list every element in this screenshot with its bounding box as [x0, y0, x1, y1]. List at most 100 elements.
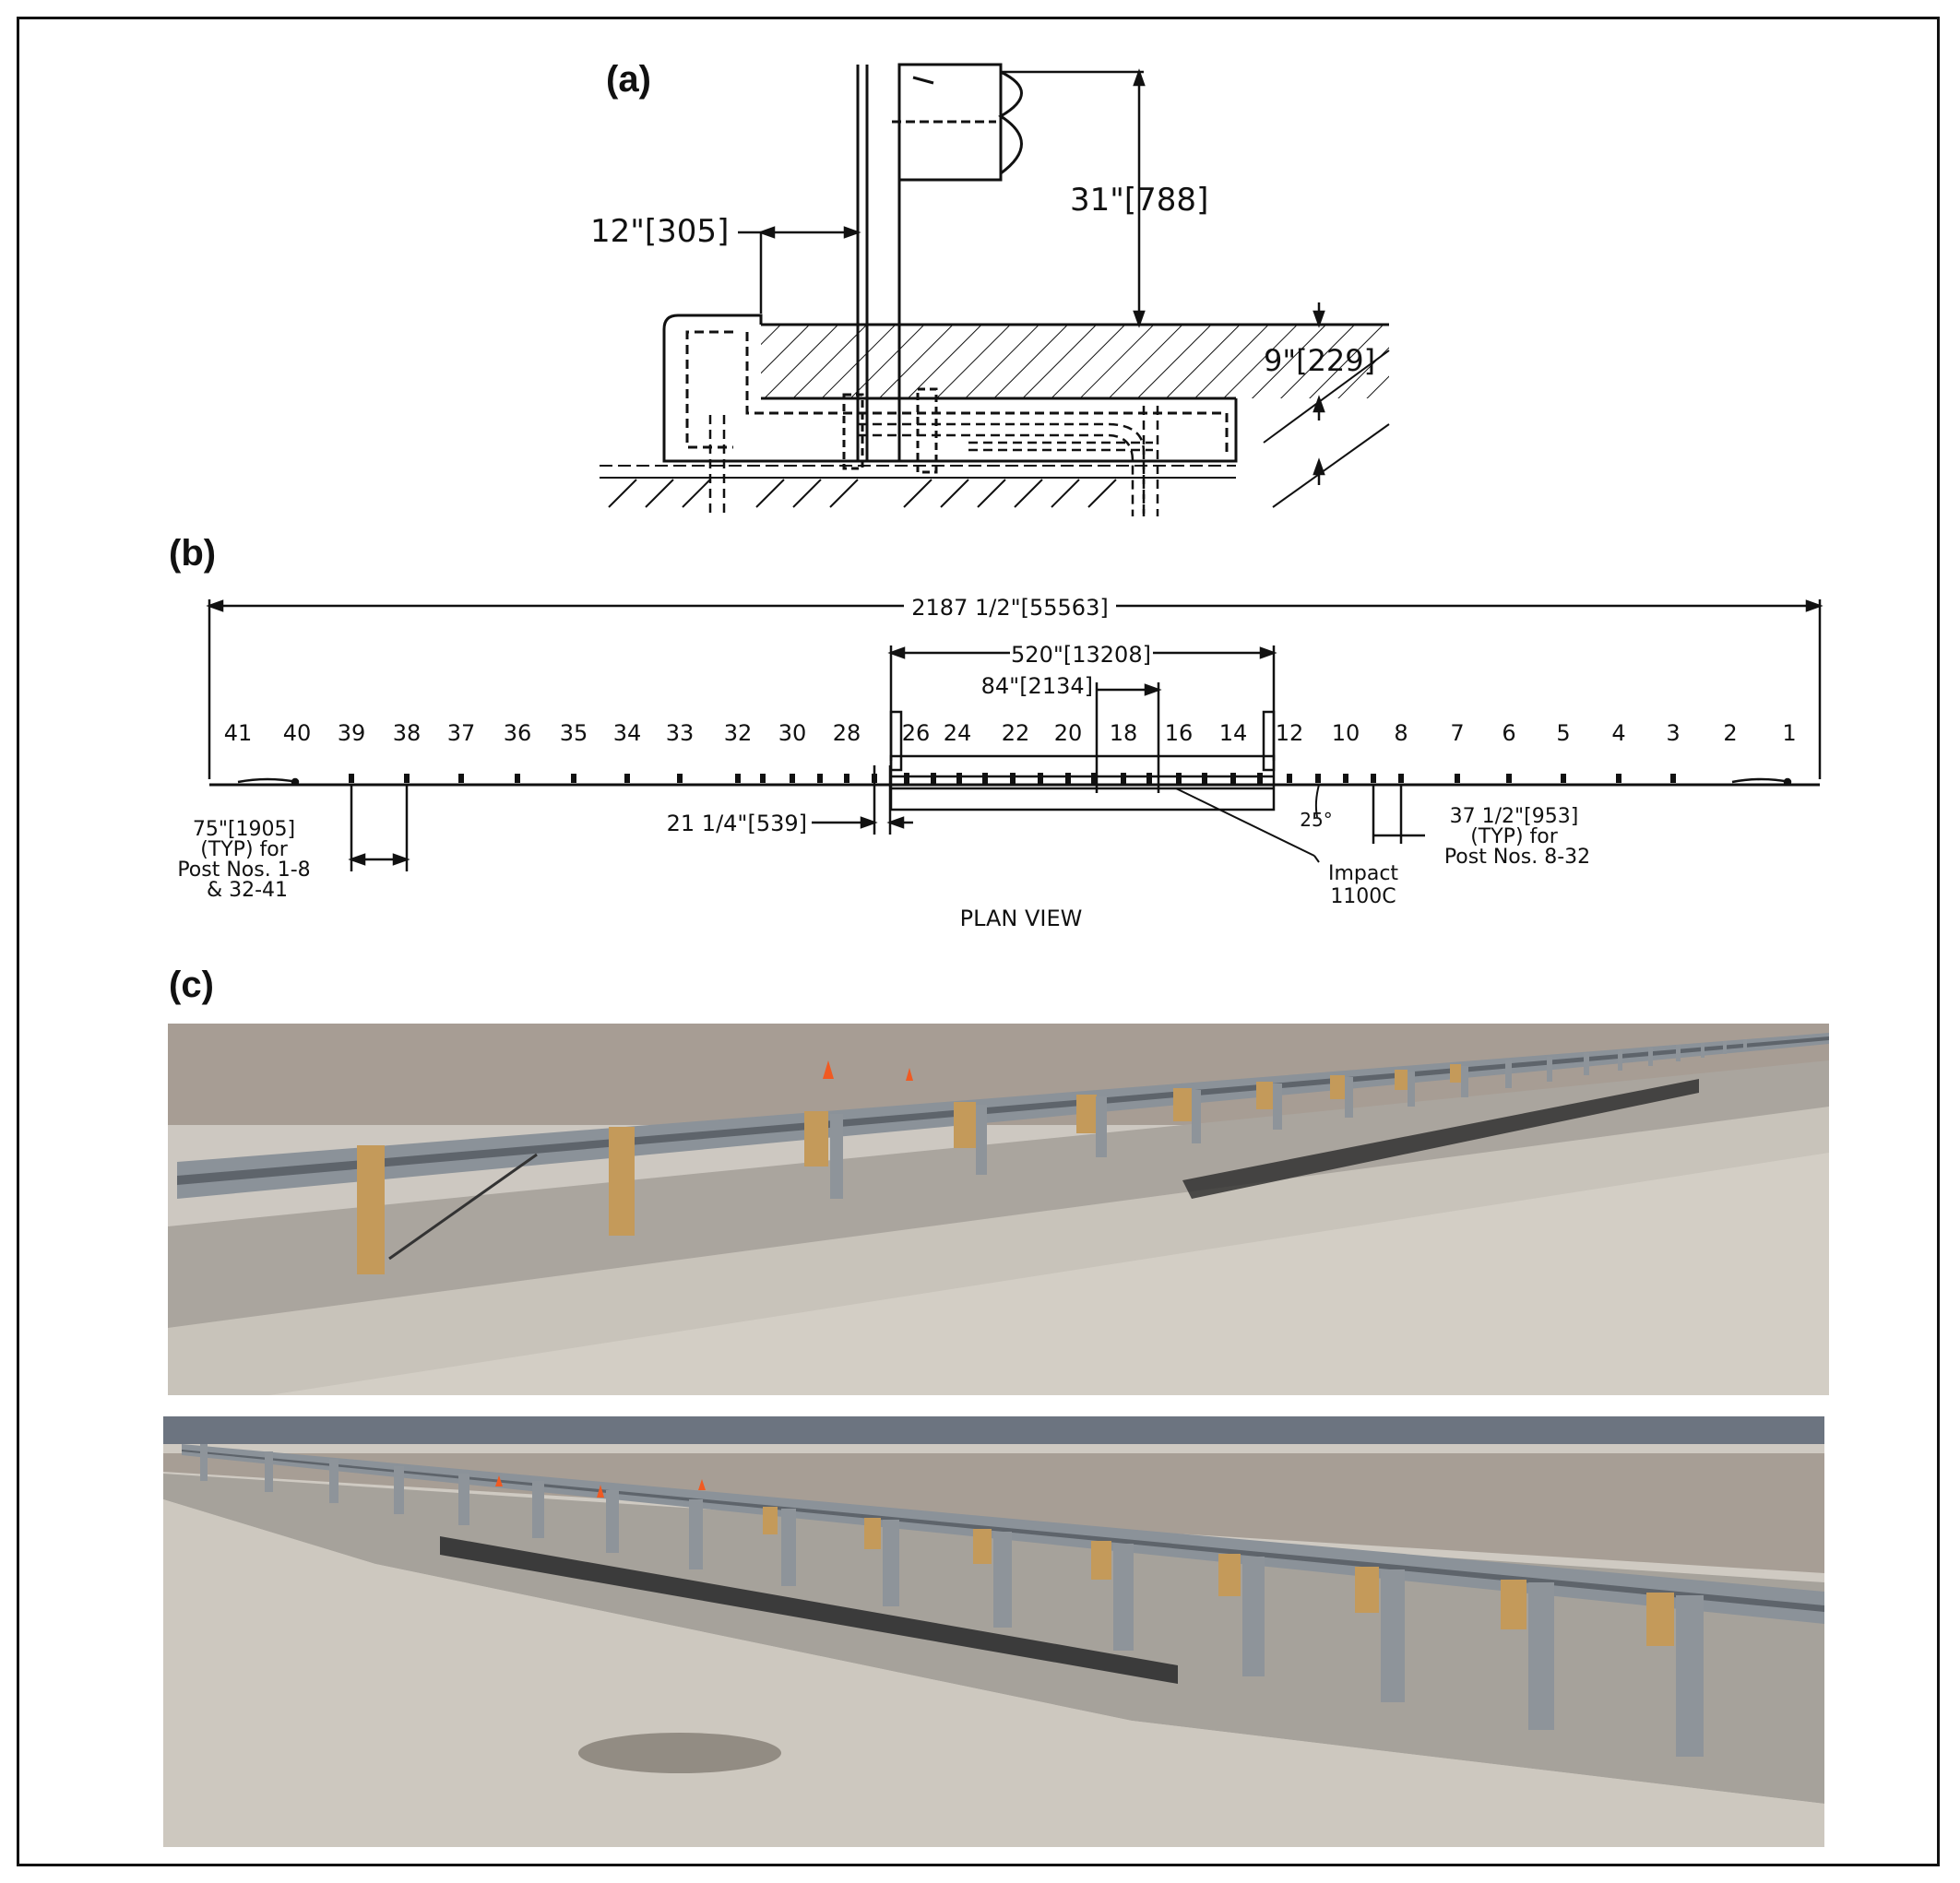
post-mark	[515, 774, 520, 783]
post-number-36: 36	[504, 720, 532, 746]
post-mark	[624, 774, 630, 783]
label-offset-plan: 21 1/4"[539]	[667, 811, 807, 836]
post-number-39: 39	[338, 720, 366, 746]
post-number-22: 22	[1002, 720, 1030, 746]
post-number-2: 2	[1723, 720, 1737, 746]
post-mark	[458, 774, 464, 783]
figure-frame	[17, 17, 1940, 1866]
impact-label-line-2: 1100C	[1330, 885, 1396, 908]
impact-label-line-1: Impact	[1328, 862, 1398, 885]
post-mark	[1343, 774, 1348, 783]
label-overall: 2187 1/2"[55563]	[911, 595, 1108, 621]
spacing-left-line-1: 75"[1905]	[193, 818, 295, 841]
post-number-40: 40	[283, 720, 312, 746]
post-mark	[404, 774, 410, 783]
spacing-left-line-4: & 32-41	[207, 879, 288, 902]
post-mark	[1561, 774, 1566, 783]
post-mark	[1455, 774, 1460, 783]
post-mark	[735, 774, 741, 783]
spacing-right-line-3: Post Nos. 8-32	[1444, 846, 1590, 869]
curb-plan	[889, 710, 1276, 811]
post-number-3: 3	[1666, 720, 1680, 746]
dim-spacing-right	[1372, 785, 1425, 844]
post-mark	[904, 773, 909, 784]
post-number-14: 14	[1219, 720, 1248, 746]
post-mark	[1287, 774, 1292, 783]
post-mark	[1065, 773, 1071, 784]
post-number-28: 28	[833, 720, 861, 746]
label-sub-span: 84"[2134]	[981, 673, 1093, 699]
post-number-12: 12	[1276, 720, 1304, 746]
post-mark	[931, 773, 936, 784]
post-number-18: 18	[1110, 720, 1138, 746]
post-mark	[817, 774, 823, 783]
spacing-left-line-3: Post Nos. 1-8	[177, 859, 310, 882]
rebar	[708, 406, 1159, 516]
post-mark	[1010, 773, 1016, 784]
post-mark	[571, 774, 576, 783]
post-mark	[1257, 773, 1263, 784]
post-number-34: 34	[613, 720, 642, 746]
post-mark	[956, 773, 962, 784]
post-number-5: 5	[1556, 720, 1570, 746]
spacing-right-note: 37 1/2"[953] (TYP) for Post Nos. 8-32	[1444, 805, 1590, 869]
label-impact-angle: 25°	[1300, 809, 1332, 831]
ground-hatch	[600, 349, 1390, 508]
post-mark	[349, 774, 354, 783]
post-mark	[844, 774, 849, 783]
post-number-8: 8	[1394, 720, 1408, 746]
post-mark	[1091, 773, 1097, 784]
w-beam-rail	[892, 63, 1023, 182]
post-mark	[1616, 774, 1621, 783]
post-number-33: 33	[666, 720, 695, 746]
dim-slab	[1313, 302, 1325, 485]
post-mark	[677, 774, 683, 783]
panel-a-label: (a)	[606, 59, 651, 100]
post-marks	[349, 773, 1676, 784]
photo-upstream	[168, 1024, 1829, 1395]
spacing-right-line-1: 37 1/2"[953]	[1450, 805, 1579, 828]
post-number-24: 24	[944, 720, 972, 746]
post-mark	[760, 774, 766, 783]
post-number-32: 32	[724, 720, 753, 746]
post-number-6: 6	[1502, 720, 1515, 746]
post-number-37: 37	[447, 720, 476, 746]
photo-downstream	[163, 1416, 1824, 1847]
post-number-26: 26	[902, 720, 931, 746]
post-mark	[1146, 773, 1152, 784]
plan-view-title: PLAN VIEW	[960, 906, 1083, 931]
label-slab-depth: 9"[229]	[1264, 343, 1375, 378]
spacing-left-line-2: (TYP) for	[200, 838, 289, 861]
post-mark	[1371, 774, 1376, 783]
steel-post	[842, 65, 938, 474]
post-mark	[1670, 774, 1676, 783]
post-mark	[1038, 773, 1043, 784]
end-anchors	[237, 777, 1792, 787]
post-number-4: 4	[1611, 720, 1625, 746]
post-mark	[1176, 773, 1182, 784]
post-number-1: 1	[1782, 720, 1796, 746]
spacing-left-note: 75"[1905] (TYP) for Post Nos. 1-8 & 32-4…	[177, 818, 316, 902]
panel-c-label: (c)	[169, 965, 214, 1005]
dim-overall	[206, 599, 1823, 779]
label-curb-span: 520"[13208]	[1011, 642, 1151, 668]
post-number-10: 10	[1332, 720, 1360, 746]
spacing-right-line-2: (TYP) for	[1470, 825, 1559, 848]
post-number-41: 41	[224, 720, 253, 746]
post-mark	[1506, 774, 1512, 783]
post-mark	[1202, 773, 1207, 784]
post-mark	[1230, 773, 1236, 784]
post-number-7: 7	[1450, 720, 1464, 746]
dim-offset	[738, 226, 861, 314]
post-mark	[1315, 774, 1321, 783]
guardrail-upstream	[177, 1033, 1829, 1199]
post-mark	[1398, 774, 1404, 783]
post-number-20: 20	[1054, 720, 1083, 746]
post-mark	[1121, 773, 1126, 784]
cross-section-drawing: 12"[305] 31"[788] 9"[229]	[590, 63, 1390, 516]
dim-spacing-left	[348, 785, 410, 871]
post-number-16: 16	[1165, 720, 1194, 746]
impact-leader	[1175, 784, 1320, 863]
dim-offset-plan	[812, 765, 913, 835]
